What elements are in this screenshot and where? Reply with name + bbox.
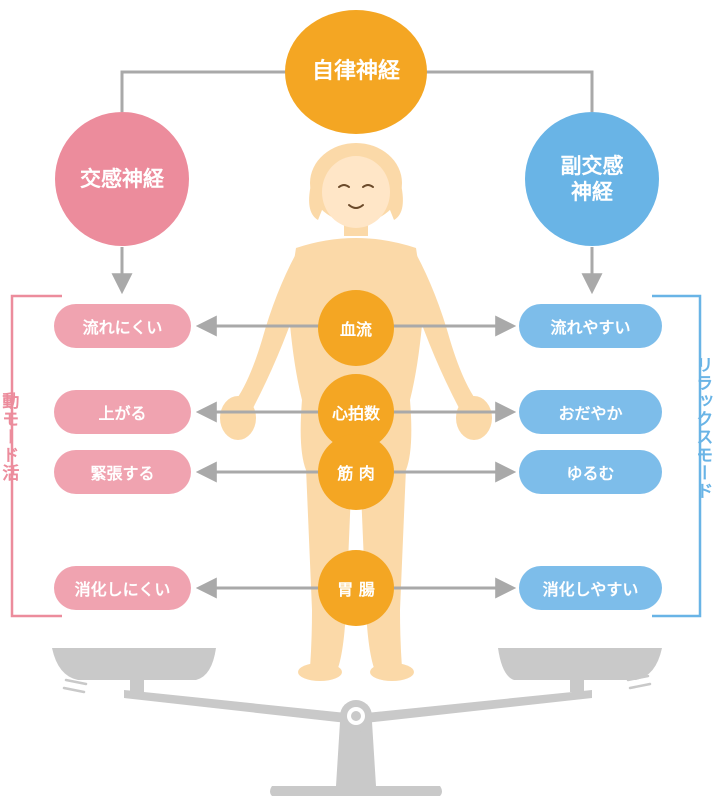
balance-scale xyxy=(52,648,662,796)
right-effect-stomach: 消化しやすい xyxy=(519,566,662,610)
active-mode-label-line2: 動モード xyxy=(0,392,19,464)
left-mode-bracket xyxy=(10,294,62,618)
active-mode-label: 活 動モード xyxy=(0,392,18,482)
sympathetic-nerve-label: 交感神経 xyxy=(80,166,164,191)
parasympathetic-nerve-circle: 副交感 神経 xyxy=(525,112,659,246)
category-blood-flow: 血流 xyxy=(318,290,394,366)
left-effect-muscle: 緊張する xyxy=(54,450,191,494)
right-effect-heart-rate: おだやか xyxy=(519,390,662,434)
right-mode-bracket xyxy=(652,294,702,618)
parasympathetic-nerve-label-line2: 神経 xyxy=(571,180,613,204)
left-effect-heart-rate: 上がる xyxy=(54,390,191,434)
face-features xyxy=(338,184,374,209)
parasympathetic-nerve-label-line1: 副交感 xyxy=(560,153,624,178)
right-effect-muscle: ゆるむ xyxy=(519,450,662,494)
active-mode-label-line1: 活 xyxy=(0,464,19,482)
sympathetic-nerve-circle: 交感神経 xyxy=(55,112,189,246)
left-effect-stomach: 消化しにくい xyxy=(54,566,191,610)
right-effect-blood-flow: 流れやすい xyxy=(519,304,662,348)
autonomic-nerve-circle: 自律神経 xyxy=(285,10,427,134)
relax-mode-label: リラックスモード xyxy=(692,356,713,500)
left-effect-blood-flow: 流れにくい xyxy=(54,304,191,348)
category-muscle: 筋 肉 xyxy=(318,434,394,510)
face xyxy=(322,156,390,228)
autonomic-nerve-label: 自律神経 xyxy=(311,59,400,85)
category-stomach: 胃 腸 xyxy=(318,550,394,626)
connector-line xyxy=(120,70,594,112)
